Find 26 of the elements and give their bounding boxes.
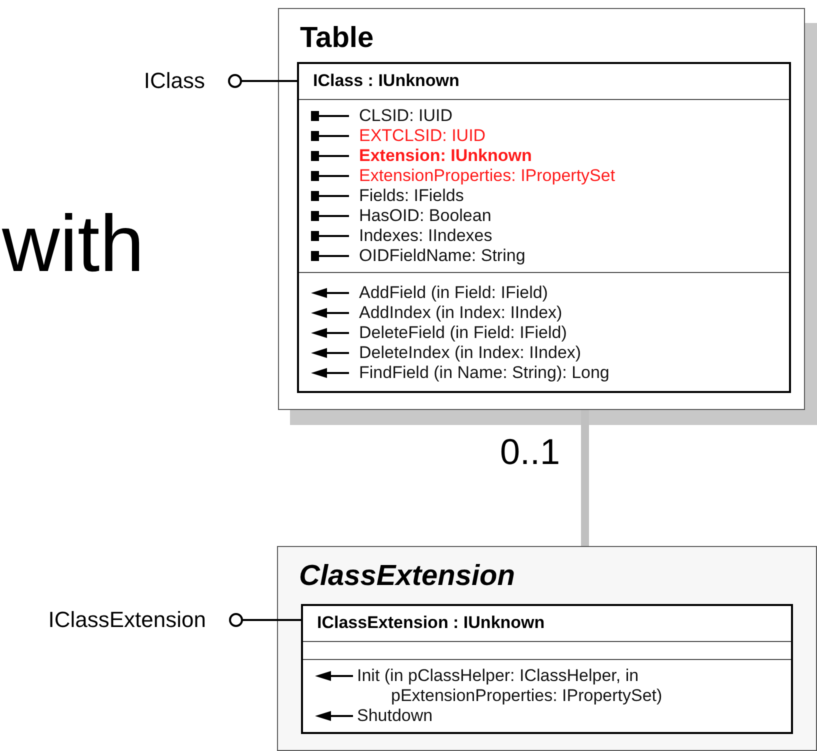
interface-box [297,62,791,393]
method-text: Init (in pClassHelper: IClassHelper, in pExtensionProperties: IPropertySet) [357,666,664,706]
property-text: Fields: IFields [359,186,464,206]
property-text: EXTCLSID: IUID [359,126,486,146]
method-text: Shutdown [357,706,434,726]
interface-name: IClass [110,68,205,94]
interface-heading: IClassExtension : IUnknown [303,606,791,642]
method-text: AddField (in Field: IField) [359,283,548,303]
property-text: HasOID: Boolean [359,206,492,226]
method-text: AddIndex (in Index: IIndex) [359,303,562,323]
property-text: OIDFieldName: String [359,246,526,266]
method-text: DeleteField (in Field: IField) [359,323,567,343]
method-text: FindField (in Name: String): Long [359,363,610,383]
interface-heading: IClass : IUnknown [299,64,789,100]
property-text: Extension: IUnknown [359,146,532,166]
interface-box [301,604,793,734]
class-name: ClassExtension [299,559,515,593]
interface-name: IClassExtension [10,606,206,634]
association-line [581,410,589,546]
method-text: DeleteIndex (in Index: IIndex) [359,343,582,363]
property-text: Indexes: IIndexes [359,226,492,246]
property-text: CLSID: IUID [359,106,453,126]
class-name: Table [300,21,374,55]
class-box [277,546,817,751]
property-text: ExtensionProperties: IPropertySet [359,166,616,186]
heading-text: with [2,200,144,288]
